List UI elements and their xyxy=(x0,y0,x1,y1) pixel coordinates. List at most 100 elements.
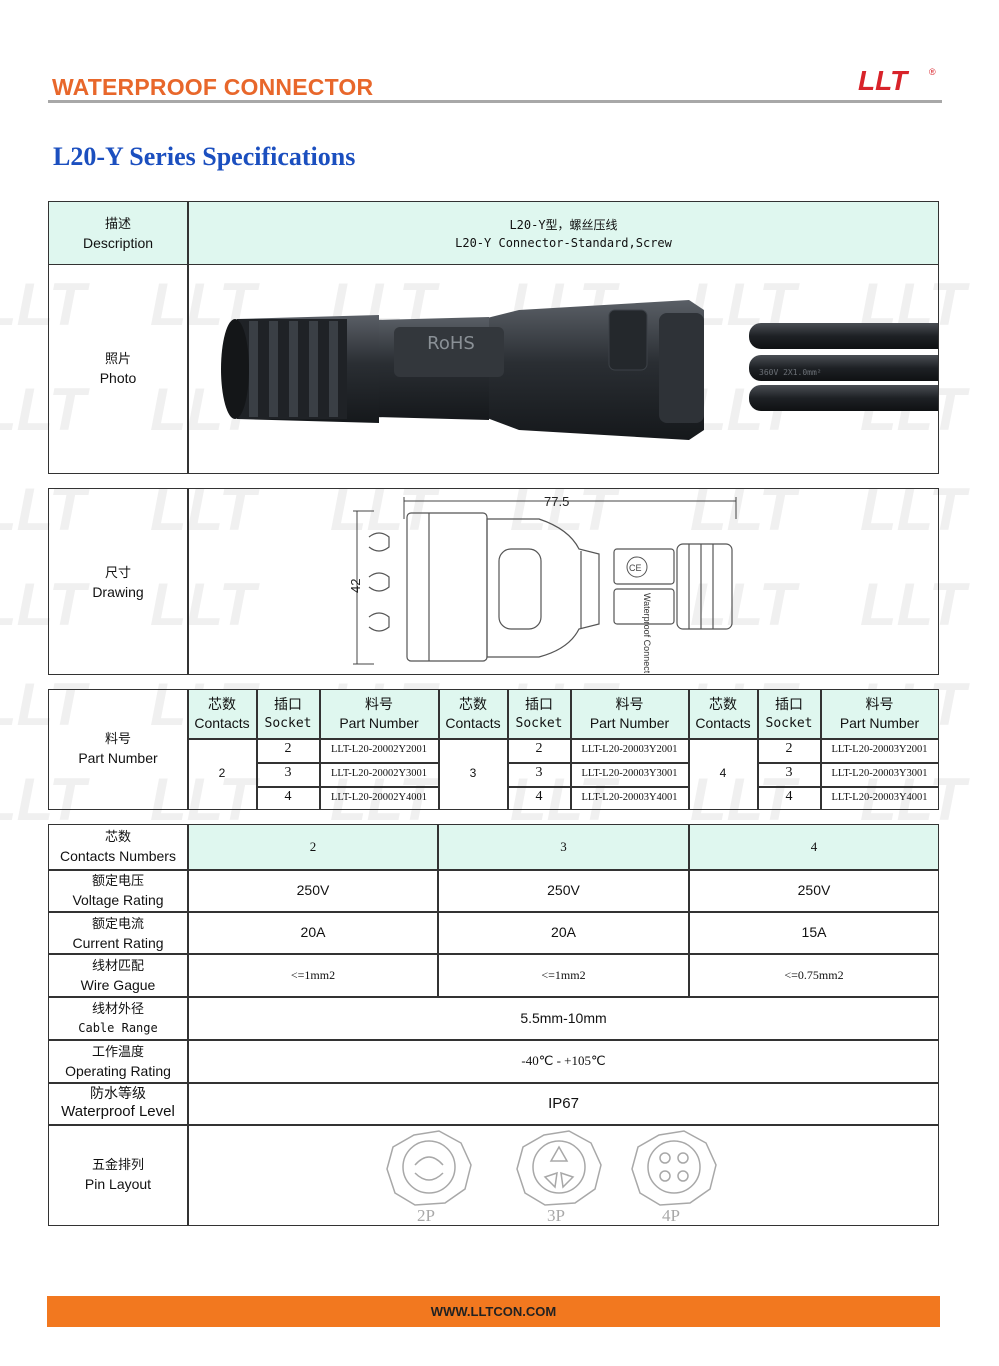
part-number-label-en: Part Number xyxy=(78,750,158,766)
voltage-label-cn: 额定电压 xyxy=(91,874,144,889)
ip-value: IP67 xyxy=(548,1095,579,1112)
voltage-label-en: Voltage Rating xyxy=(72,892,164,908)
part-number-table: 料号 Part Number 芯数 Contacts 插口 Socket 料号 Par… xyxy=(48,689,939,810)
ip-label-en: Waterproof Level xyxy=(61,1103,175,1120)
socket-value: 3 xyxy=(535,765,543,780)
logo-registered-mark: ® xyxy=(929,67,936,77)
current-label-en: Current Rating xyxy=(72,935,164,951)
wire-label-en: Wire Gague xyxy=(80,977,156,993)
socket-value: 4 xyxy=(535,789,543,804)
temp-label-cn: 工作温度 xyxy=(91,1045,144,1060)
col-header-socket-cn: 插口 xyxy=(274,696,302,712)
drawing-ce-mark: CE xyxy=(629,563,642,573)
current-value: 15A xyxy=(801,924,827,940)
footer-url-link[interactable]: WWW.LLTCON.COM xyxy=(430,1304,557,1319)
col-header-socket-en: Socket xyxy=(765,716,813,731)
photo-row: 照片 Photo RoHS 360V 2X1.0mm² xyxy=(48,264,939,474)
group-contacts-value: 4 xyxy=(719,766,727,780)
col-header-part-cn: 料号 xyxy=(365,696,393,712)
part-number-value: LLT-L20-20002Y2001 xyxy=(330,744,428,755)
photo-cable-print: 360V 2X1.0mm² xyxy=(759,368,822,377)
cable-value: 5.5mm-10mm xyxy=(520,1010,607,1026)
ip-label-cn: 防水等级 xyxy=(90,1086,146,1102)
wire-value: <=1mm2 xyxy=(541,968,586,982)
cable-label-cn: 线材外径 xyxy=(91,1002,144,1017)
pin-layout-4p-icon xyxy=(631,1130,717,1206)
col-header-socket-cn: 插口 xyxy=(525,696,553,712)
col-header-contacts-en: Contacts xyxy=(445,715,501,731)
part-number-value: LLT-L20-20002Y4001 xyxy=(330,792,428,803)
socket-value: 2 xyxy=(284,741,292,756)
col-header-contacts-en: Contacts xyxy=(194,715,250,731)
drawing-row: 尺寸 Drawing 77.5 42 CE Waterproof Conn xyxy=(48,488,939,675)
part-number-value: LLT-L20-20003Y3001 xyxy=(581,768,678,779)
socket-value: 4 xyxy=(284,789,292,804)
photo-label-en: Photo xyxy=(99,370,137,386)
wire-value: <=0.75mm2 xyxy=(784,968,844,982)
group-contacts-value: 3 xyxy=(469,766,477,780)
col-header-contacts-en: Contacts xyxy=(695,715,751,731)
wire-value: <=1mm2 xyxy=(290,968,336,982)
description-row: 描述 Description L20-Y型，螺丝压线 L20-Y Connect… xyxy=(48,201,939,265)
col-header-contacts-cn: 芯数 xyxy=(459,696,487,712)
header-title: WATERPROOF CONNECTOR xyxy=(52,74,374,100)
part-number-value: LLT-L20-20003Y2001 xyxy=(831,744,928,755)
wire-label-cn: 线材匹配 xyxy=(91,959,144,974)
pin-layout-images: 2P 3P 4P xyxy=(386,1130,717,1225)
socket-value: 4 xyxy=(785,789,793,804)
voltage-value: 250V xyxy=(547,882,580,898)
description-label-en: Description xyxy=(82,235,154,251)
series-title: L20-Y Series Specifications xyxy=(53,142,356,171)
part-number-value: LLT-L20-20003Y4001 xyxy=(831,792,928,803)
contacts-label-en: Contacts Numbers xyxy=(60,848,176,864)
current-value: 20A xyxy=(300,924,326,940)
logo-text: LLT xyxy=(858,65,910,96)
llt-logo-icon: LLT ® xyxy=(858,65,936,96)
part-number-label-cn: 料号 xyxy=(104,732,131,747)
socket-value: 3 xyxy=(785,765,793,780)
part-number-value: LLT-L20-20003Y4001 xyxy=(581,792,678,803)
contacts-value: 2 xyxy=(309,839,317,854)
col-header-socket-en: Socket xyxy=(515,716,563,731)
col-header-part-en: Part Number xyxy=(339,715,419,731)
pin-layout-3p-icon xyxy=(516,1130,602,1206)
group-contacts-value: 2 xyxy=(218,766,226,780)
col-header-part-cn: 料号 xyxy=(615,696,644,712)
col-header-socket-en: Socket xyxy=(264,716,312,731)
contacts-label-cn: 芯数 xyxy=(104,830,131,845)
current-label-cn: 额定电流 xyxy=(91,917,144,932)
temp-label-en: Operating Rating xyxy=(65,1063,171,1079)
part-number-value: LLT-L20-20003Y3001 xyxy=(831,768,928,779)
pin-caption-4p: 4P xyxy=(662,1206,680,1225)
col-header-part-cn: 料号 xyxy=(865,696,894,712)
col-header-part-en: Part Number xyxy=(839,715,920,731)
voltage-value: 250V xyxy=(296,882,330,898)
col-header-contacts-cn: 芯数 xyxy=(208,696,236,712)
description-label-cn: 描述 xyxy=(104,217,131,232)
cable-label-en: Cable Range xyxy=(78,1021,158,1035)
photo-rohs-mark: RoHS xyxy=(427,333,475,354)
pin-caption-3p: 3P xyxy=(547,1206,565,1225)
description-value-cn: L20-Y型，螺丝压线 xyxy=(509,218,618,232)
col-header-part-en: Part Number xyxy=(589,715,670,731)
pin-caption-2p: 2P xyxy=(417,1206,435,1225)
drawing-label-text: Waterproof Connector xyxy=(642,593,652,673)
socket-value: 2 xyxy=(785,741,793,756)
drawing-label-en: Drawing xyxy=(92,584,144,600)
header-rule xyxy=(48,100,942,103)
pin-layout-2p-icon xyxy=(386,1130,472,1206)
col-header-socket-cn: 插口 xyxy=(775,696,803,712)
footer-bar: WWW.LLTCON.COM xyxy=(47,1296,940,1327)
temp-value: -40℃ - +105℃ xyxy=(521,1053,606,1068)
drawing-label-cn: 尺寸 xyxy=(104,566,131,581)
connector-photo-image: RoHS 360V 2X1.0mm² xyxy=(221,300,938,440)
drawing-dim-height: 42 xyxy=(348,579,363,593)
pins-label-en: Pin Layout xyxy=(84,1176,152,1192)
contacts-value: 4 xyxy=(810,839,818,854)
part-number-value: LLT-L20-20002Y3001 xyxy=(330,768,428,779)
current-value: 20A xyxy=(551,924,576,940)
socket-value: 3 xyxy=(284,765,292,780)
part-number-value: LLT-L20-20003Y2001 xyxy=(581,744,678,755)
description-value-en: L20-Y Connector-Standard,Screw xyxy=(455,236,672,250)
